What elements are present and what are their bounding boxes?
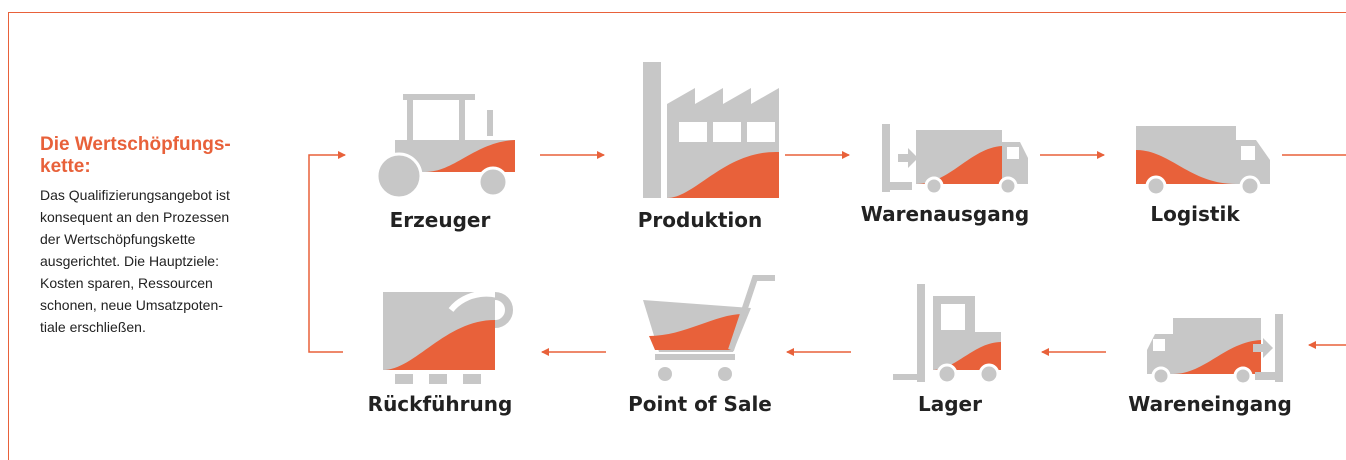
step-warenausgang: Warenausgang <box>850 122 1040 226</box>
step-rueckfuehrung: Rückführung <box>345 280 535 416</box>
factory-icon <box>643 62 779 198</box>
step-label: Wareneingang <box>1128 392 1292 416</box>
step-label: Produktion <box>637 208 763 232</box>
step-erzeuger: Erzeuger <box>345 92 535 232</box>
return-pallet-icon <box>383 290 513 384</box>
frame-left-line <box>8 12 9 460</box>
step-label: Point of Sale <box>628 392 772 416</box>
step-label: Erzeuger <box>389 208 491 232</box>
step-logistik: Logistik <box>1100 122 1290 226</box>
forklift-icon <box>893 284 1001 384</box>
step-produktion: Produktion <box>605 60 795 232</box>
step-label: Lager <box>918 392 982 416</box>
step-label: Logistik <box>1150 202 1240 226</box>
tractor-icon <box>375 94 515 200</box>
step-label: Warenausgang <box>860 202 1030 226</box>
receiving-truck-icon <box>1147 314 1283 384</box>
delivery-truck-icon <box>882 124 1028 194</box>
step-wareneingang: Wareneingang <box>1115 312 1305 416</box>
intro-body: Das Qualifizierungsangebot ist konsequen… <box>40 187 230 335</box>
intro-title: Die Wertschöpfungs- kette: <box>40 134 231 177</box>
step-lager: Lager <box>855 282 1045 416</box>
frame-top-line <box>8 12 1346 13</box>
step-point-of-sale: Point of Sale <box>605 274 795 416</box>
loop-connector <box>308 151 346 353</box>
truck-icon <box>1136 126 1270 194</box>
shopping-cart-icon <box>643 275 775 381</box>
step-label: Rückführung <box>367 392 513 416</box>
intro-block: Die Wertschöpfungs- kette: Das Qualifizi… <box>40 134 290 338</box>
